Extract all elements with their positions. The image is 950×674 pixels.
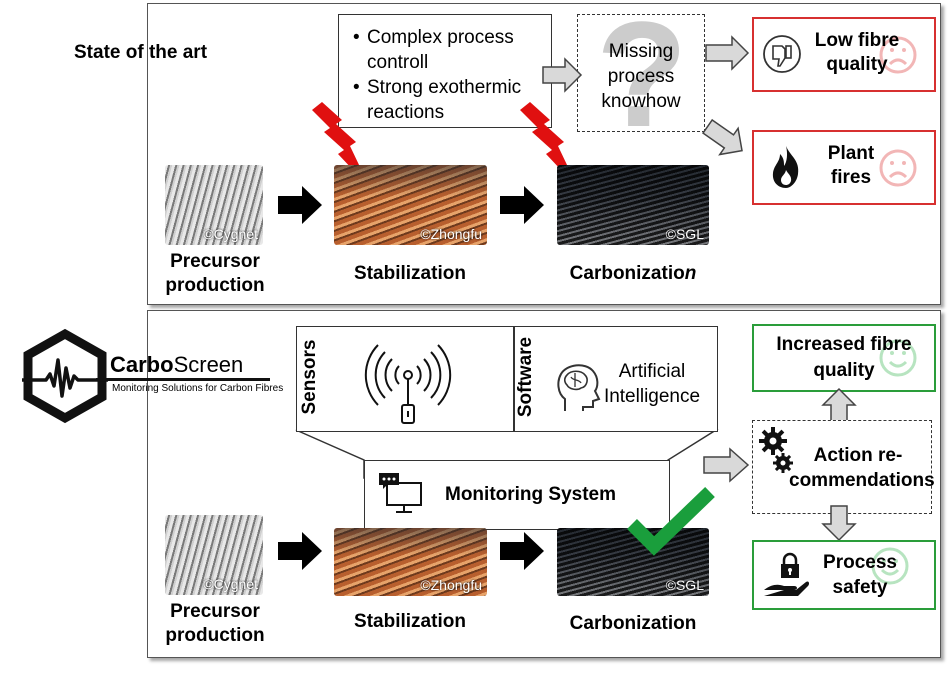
precursor-caption: Precursor production [165,601,265,646]
thumbs-down-icon [763,35,801,73]
credit-zhongfu: ©Zhongfu [420,226,482,242]
increased-quality-text: Increased fibre quality [776,334,912,381]
carbonization-photo: ©SGL [557,528,709,596]
state-of-the-art-heading: State of the art [74,42,208,63]
increased-quality-box: Increased fibre quality [752,324,936,392]
credit-cygnet: ©Cygnet [203,226,258,242]
monitor-chat-icon [379,473,422,513]
carbonization-photo: ©SGL [557,165,709,245]
arrow-stabilization-to-carbonization [500,186,544,224]
precursor-caption: Precursor production [165,251,265,296]
stabilization-caption: Stabilization [354,263,466,284]
issue-exothermic-reactions: Strong exothermic reactions [367,77,522,123]
credit-cygnet: ©Cygnet [203,576,258,592]
arrow-precursor-to-stabilization [278,186,322,224]
sensors-divider [513,327,515,431]
antenna-signal-icon [364,344,452,424]
question-mark-icon: ? [596,14,688,132]
carboscreen-logo-name: CarboScreen [110,352,244,377]
monitoring-system-box: Monitoring System [364,460,670,530]
action-recommendations-box: Action re-commendations [752,420,935,514]
stabilization-photo: ©Zhongfu [334,165,487,245]
credit-sgl: ©SGL [665,226,704,242]
issues-box: •Complex process controll •Strong exothe… [338,14,552,128]
stabilization-caption: Stabilization [354,611,466,632]
credit-sgl: ©SGL [665,577,704,593]
missing-knowhow-box: ? Missing process knowhow [577,14,705,132]
smile-face-icon [871,547,909,585]
software-label: Software [515,336,536,418]
arrow-missing-to-low-quality [705,35,750,71]
lock-hand-icon [764,552,810,596]
brain-head-icon [557,364,601,411]
precursor-photo: ©Cygnet [165,165,263,245]
sensors-label: Sensors [299,339,320,415]
credit-zhongfu: ©Zhongfu [420,577,482,593]
stabilization-photo: ©Zhongfu [334,528,487,596]
fire-icon [772,146,799,188]
smile-face-icon [879,339,917,377]
ai-text: Artificial Intelligence [603,361,701,407]
low-fibre-quality-box: Low fibre quality [752,17,936,92]
low-fibre-quality-text: Low fibre quality [814,30,900,75]
plant-fires-box: Plant fires [752,130,936,205]
arrow-monitoring-to-action [703,447,750,483]
process-safety-box: Process safety [752,540,936,610]
carboscreen-logo-icon [22,328,108,424]
arrow-precursor-to-stabilization [278,532,322,570]
plant-fires-text: Plant fires [827,143,875,188]
carboscreen-tagline: Monitoring Solutions for Carbon Fibres [112,383,284,394]
arrow-action-to-quality [821,387,857,424]
frown-face-icon [879,149,917,187]
gears-icon [759,427,793,473]
arrow-action-to-safety [821,505,857,542]
arrow-missing-to-fires [701,118,743,156]
arrow-stabilization-to-carbonization [500,532,544,570]
frown-face-icon [879,36,917,74]
issue-complex-process: Complex process controll [367,27,514,73]
action-recommendations-text: Action re-commendations [789,445,935,491]
checkmark-icon [627,486,715,556]
monitoring-system-text: Monitoring System [445,484,617,505]
precursor-photo: ©Cygnet [165,515,263,595]
process-safety-text: Process safety [823,552,897,598]
arrow-issues-to-missing [542,57,583,93]
carbonization-caption-bottom: Carbonization [569,613,697,634]
sensors-software-box: Sensors Software Artificial Intelligence [296,326,718,432]
missing-knowhow-text: Missing process knowhow [601,41,681,112]
carbonization-caption-top: Carbonization [569,263,697,284]
logo-underline [96,378,270,381]
